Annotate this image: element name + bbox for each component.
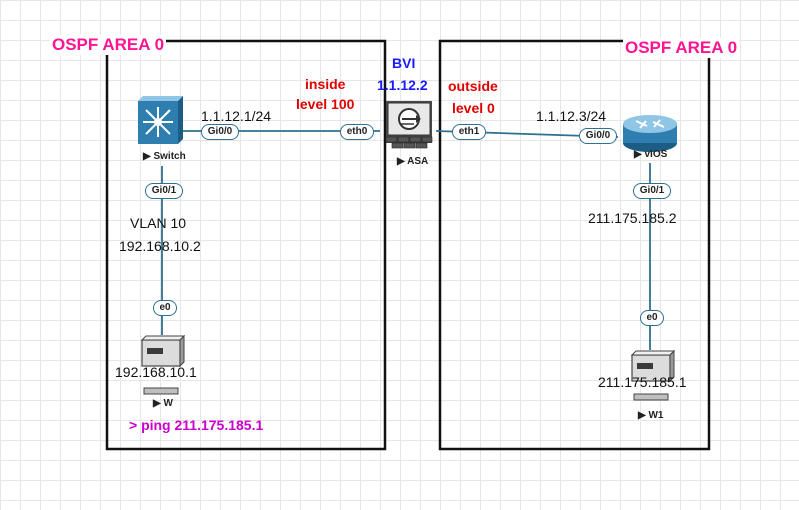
bvi-label: BVI [392,55,416,71]
area-title-left: OSPF AREA 0 [50,35,167,55]
switch-ip-label: 1.1.12.1/24 [201,108,272,124]
play-arrow-icon: ▶ [634,149,642,160]
w1-ip-label: 211.175.185.1 [598,374,687,390]
switch-label[interactable]: ▶ Switch [143,151,186,162]
area-box-left [105,39,387,451]
asa-label[interactable]: ▶ ASA [397,156,429,167]
w1-label[interactable]: ▶ W1 [638,410,664,421]
port-vios-gi01[interactable]: Gi0/1 [633,183,671,199]
port-switch-gi00[interactable]: Gi0/0 [201,124,239,140]
area-title-right: OSPF AREA 0 [623,38,740,58]
vios-label[interactable]: ▶ vIOS [634,149,668,160]
asa-firewall-icon[interactable] [385,101,433,149]
host-icon[interactable] [140,334,186,395]
port-w1-e0[interactable]: e0 [640,310,664,326]
outside-label: outside [448,78,498,94]
bvi-ip-label: 1.1.12.2 [377,77,428,93]
play-arrow-icon: ▶ [143,151,151,162]
port-w-e0[interactable]: e0 [153,300,177,316]
layer3-switch-icon[interactable] [138,96,183,144]
port-vios-gi00[interactable]: Gi0/0 [579,128,617,144]
inside-label: inside [305,76,346,92]
ping-command: > ping 211.175.185.1 [129,417,264,433]
w-label[interactable]: ▶ W [153,398,173,409]
port-asa-eth1[interactable]: eth1 [452,124,486,140]
vlan-label: VLAN 10 [130,215,187,231]
outside-level-label: level 0 [452,100,495,116]
w-ip-label: 192.168.10.1 [115,364,197,380]
host-icon[interactable] [630,349,676,401]
play-arrow-icon: ▶ [153,398,161,409]
inside-level-label: level 100 [296,96,355,112]
vlan-ip-label: 192.168.10.2 [119,238,201,254]
router-icon[interactable] [623,115,677,152]
port-switch-gi01[interactable]: Gi0/1 [145,183,183,199]
vios-gi01-ip-label: 211.175.185.2 [588,210,677,226]
vios-ip-label: 1.1.12.3/24 [536,108,607,124]
play-arrow-icon: ▶ [397,156,405,167]
play-arrow-icon: ▶ [638,410,646,421]
area-box-right [438,39,711,451]
port-asa-eth0[interactable]: eth0 [340,124,374,140]
